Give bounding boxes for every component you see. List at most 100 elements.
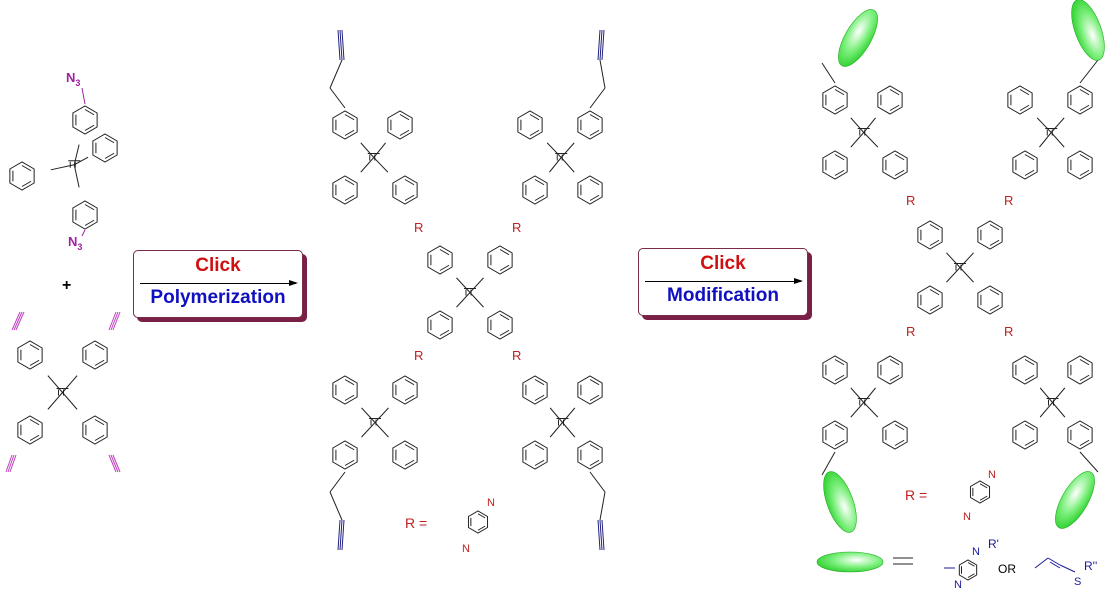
double-bond	[21, 165, 32, 172]
double-bond	[989, 289, 1000, 296]
bond	[329, 59, 343, 89]
double-bond	[589, 114, 600, 121]
benzene-ring	[969, 480, 991, 504]
double-bond	[889, 359, 900, 366]
benzene-ring	[1067, 355, 1093, 385]
reaction-arrow	[140, 280, 298, 286]
double-bond	[1019, 89, 1030, 96]
azide-bond	[81, 87, 86, 105]
double-bond	[1024, 154, 1035, 161]
single-bond	[1039, 132, 1052, 148]
single-bond	[469, 277, 484, 293]
benzene-ring	[958, 559, 978, 581]
biomolecule-ellipse	[816, 551, 884, 573]
benzene-ring	[877, 85, 903, 115]
double-bond	[534, 394, 545, 401]
double-bond	[84, 109, 95, 116]
benzene-ring	[9, 161, 35, 191]
double-bond	[534, 179, 545, 186]
single-bond	[73, 144, 80, 165]
single-bond	[456, 292, 471, 308]
plus-sign: +	[62, 277, 71, 294]
single-bond	[456, 277, 471, 293]
linker-r-label: R	[1004, 324, 1013, 339]
alkyne-bond	[9, 454, 17, 473]
double-bond	[889, 374, 900, 381]
double-bond	[834, 374, 845, 381]
single-bond	[47, 392, 63, 410]
sulfur-label: S	[1074, 576, 1081, 588]
single-bond	[1036, 117, 1052, 133]
double-bond	[499, 264, 510, 271]
single-bond	[546, 142, 562, 158]
linker-r-label: R	[1004, 193, 1013, 208]
single-bond	[373, 157, 389, 173]
alkyne-bond	[597, 519, 601, 551]
double-bond	[94, 344, 105, 351]
single-bond	[850, 402, 865, 418]
benzene-ring	[977, 220, 1003, 250]
double-bond	[989, 224, 1000, 231]
alkyne-bond	[11, 311, 21, 331]
alkyne-bond	[339, 519, 343, 551]
triazole-n: N	[954, 579, 962, 590]
double-bond	[29, 419, 40, 426]
double-bond	[834, 439, 845, 446]
single-bond	[549, 157, 562, 173]
biomolecule-ellipse	[1055, 471, 1095, 529]
double-bond	[404, 194, 415, 201]
bond	[329, 471, 346, 493]
double-bond	[404, 394, 415, 401]
alkyne-bond	[13, 311, 23, 331]
alkyne-bond	[337, 29, 341, 61]
single-bond	[863, 132, 879, 148]
benzene-ring	[822, 150, 848, 180]
double-bond	[589, 179, 600, 186]
double-bond	[529, 129, 540, 136]
benzene-ring	[917, 220, 943, 250]
r-prime-label: R'	[988, 537, 999, 551]
double-bond	[967, 573, 975, 578]
double-bond	[1024, 359, 1035, 366]
benzene-ring	[72, 200, 98, 230]
alkyne-bond	[15, 311, 25, 331]
double-bond	[1024, 374, 1035, 381]
double-bond	[499, 314, 510, 321]
alkyne-bond	[601, 29, 605, 61]
double-bond	[989, 239, 1000, 246]
benzene-ring	[577, 175, 603, 205]
benzene-ring	[1067, 420, 1093, 450]
double-bond	[1079, 359, 1090, 366]
alkyne-bond	[112, 311, 121, 331]
benzene-ring	[17, 415, 43, 445]
double-bond	[589, 379, 600, 386]
double-bond	[929, 239, 940, 246]
double-bond	[404, 459, 415, 466]
biomolecule-ellipse	[838, 9, 878, 67]
double-bond	[929, 289, 940, 296]
benzene-ring	[332, 375, 358, 405]
single-bond	[863, 402, 879, 418]
click-modification-arrow: Click Modification	[638, 248, 808, 316]
linker-definition-label: R =	[905, 487, 927, 503]
triazole-n: N	[988, 469, 996, 481]
benzene-ring	[487, 310, 513, 340]
double-bond	[94, 434, 105, 441]
linker-r-label: R	[512, 348, 521, 363]
double-bond	[929, 304, 940, 311]
double-bond	[94, 359, 105, 366]
double-bond	[1079, 374, 1090, 381]
benzene-ring	[522, 175, 548, 205]
benzene-ring	[577, 375, 603, 405]
azide-label: N3	[68, 234, 82, 252]
alkyne-bond	[5, 454, 13, 473]
double-bond	[589, 444, 600, 451]
double-bond	[534, 459, 545, 466]
double-bond	[344, 179, 355, 186]
double-bond	[894, 154, 905, 161]
alkyne-bond	[599, 519, 603, 551]
double-bond	[344, 194, 355, 201]
linker-definition-label: R =	[405, 515, 427, 531]
bond	[1049, 561, 1061, 569]
alkyne-bond	[597, 29, 601, 61]
